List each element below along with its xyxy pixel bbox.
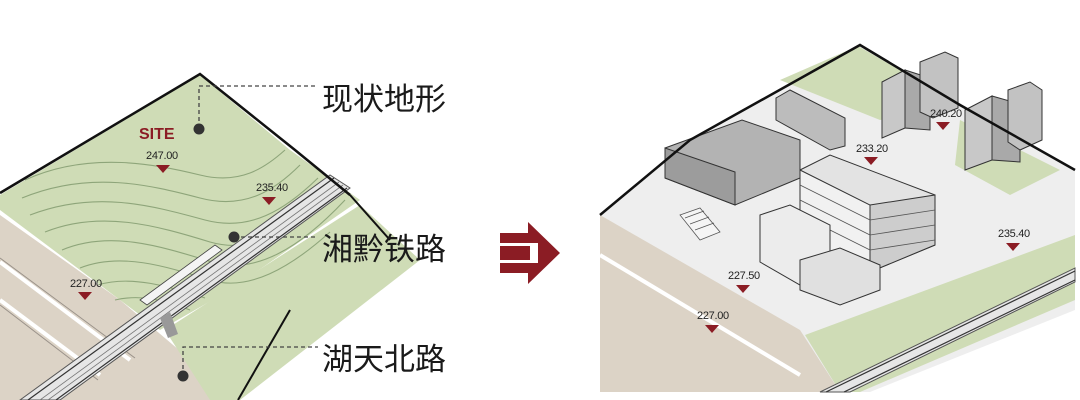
callout-dot-terrain — [193, 123, 205, 135]
elevation-road-right: 227.00 — [697, 310, 729, 322]
elevation-rail-right: 235.40 — [998, 228, 1030, 240]
terrain-embankment — [165, 205, 420, 400]
bridge-pier — [160, 312, 178, 338]
callout-railway-label: 湘黔铁路 — [322, 232, 446, 268]
elevation-marker-icon — [736, 285, 750, 293]
terrain-outline — [0, 72, 351, 196]
elevation-marker-icon — [1006, 243, 1020, 251]
railway-track — [19, 174, 351, 400]
elevation-marker-icon — [156, 165, 170, 173]
plaza-steps — [679, 207, 721, 241]
site-outline — [599, 43, 1076, 216]
callout-dot-railway — [228, 231, 240, 243]
double-arrow-right-icon — [500, 222, 560, 284]
road-surface — [0, 215, 238, 400]
railway-track-right — [819, 267, 1076, 393]
elevation-plaza: 227.50 — [728, 270, 760, 282]
train — [139, 244, 223, 306]
elevation-rail-left: 235.40 — [256, 182, 288, 194]
elevation-marker-icon — [78, 292, 92, 300]
residential-towers — [881, 51, 1043, 171]
elevation-marker-icon — [705, 325, 719, 333]
elevation-road-left: 227.00 — [70, 278, 102, 290]
callout-terrain-label: 现状地形 — [322, 82, 446, 118]
existing-linear-building — [664, 89, 846, 206]
terrain-surface — [0, 75, 360, 330]
callout-leaders — [182, 85, 318, 376]
green-area-south — [805, 235, 1075, 392]
proposed-site-model: 240.20 233.20 235.40 227.50 227.00 — [598, 43, 1076, 393]
elevation-main-building: 233.20 — [856, 143, 888, 155]
elevation-marker-icon — [936, 122, 950, 130]
callout-dot-road — [177, 370, 189, 382]
elevation-residential: 240.20 — [930, 108, 962, 120]
elevation-marker-icon — [864, 157, 878, 165]
existing-terrain-model: SITE 247.00 235.40 227.00 现状地形 湘黔铁路 湖天北路 — [0, 72, 446, 400]
callout-road-label: 湖天北路 — [322, 342, 446, 378]
road-surface-right — [600, 215, 840, 392]
elevation-marker-icon — [262, 197, 276, 205]
site-label: SITE — [139, 126, 175, 143]
main-building — [759, 154, 936, 306]
elevation-site: 247.00 — [146, 150, 178, 162]
